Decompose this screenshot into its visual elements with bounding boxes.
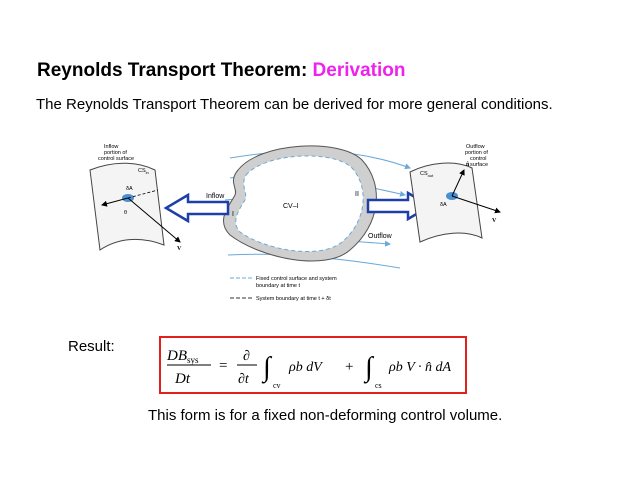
cv-inner [235, 155, 364, 252]
inflow-arrow [163, 192, 230, 224]
n-hat-label: n̂ [466, 162, 470, 168]
theta-label: θ [124, 210, 127, 216]
dA-right: δA [440, 202, 447, 208]
legend-line1: Fixed control surface and system [256, 276, 337, 282]
equals-sign: = [219, 358, 227, 374]
outflow-inset [409, 162, 501, 243]
volume-term: ρb dV [288, 360, 323, 375]
inflow-portion-line2: portion of [104, 150, 127, 156]
figure-legend: Fixed control surface and system boundar… [230, 276, 337, 302]
slide-title: Reynolds Transport Theorem: Derivation [37, 60, 405, 82]
result-label: Result: [68, 338, 115, 355]
inflow-inset [89, 162, 181, 251]
partial-denominator: ∂t [238, 372, 250, 387]
region-II: II [355, 191, 359, 198]
inflow-portion-line3: control surface [98, 156, 134, 162]
integral-cv-sub: cv [273, 381, 281, 390]
cs-in-label: CSin [138, 168, 149, 175]
region-I: I [232, 211, 234, 218]
cv-label: CV–I [283, 203, 299, 210]
surface-term: ρb V · n̂ dA [388, 360, 452, 375]
inflow-portion-line1: Inflow [104, 144, 118, 150]
control-volume-figure: CV–I I II Inflow Outflow Inflow portion … [89, 144, 501, 302]
lhs-denominator: Dt [174, 371, 191, 387]
outflow-portion-line4: surface [470, 162, 488, 168]
rtt-equation: DBsys Dt = ∂ ∂t ∫ cv ρb dV + ∫ cs ρb V ·… [166, 348, 452, 390]
outflow-portion-line3: control [470, 156, 487, 162]
outflow-portion-line1: Outflow [466, 144, 485, 150]
legend-line2: boundary at time t [256, 283, 300, 289]
equation-box: DBsys Dt = ∂ ∂t ∫ cv ρb dV + ∫ cs ρb V ·… [159, 336, 467, 394]
control-volume [223, 145, 377, 262]
dA-left: δA [126, 186, 133, 192]
outflow-label: Outflow [368, 233, 393, 240]
integral-cs: ∫ [363, 352, 375, 384]
partial-numerator: ∂ [243, 349, 250, 364]
cs-out-label: CSout [420, 171, 434, 178]
slide-subtitle: The Reynolds Transport Theorem can be de… [36, 96, 553, 113]
lhs-numerator: DBsys [166, 348, 199, 365]
plus-sign: + [345, 359, 353, 375]
integral-cs-sub: cs [375, 381, 382, 390]
footer-note: This form is for a fixed non-deforming c… [148, 407, 503, 424]
title-main: Reynolds Transport Theorem: [37, 60, 313, 81]
v-left: V [177, 246, 182, 252]
inflow-label: Inflow [206, 193, 225, 200]
integral-cv: ∫ [261, 352, 273, 384]
title-accent: Derivation [312, 60, 406, 81]
outflow-portion-line2: portion of [465, 150, 488, 156]
legend-line3: System boundary at time t + δt [256, 296, 331, 302]
v-right: V [492, 218, 497, 224]
